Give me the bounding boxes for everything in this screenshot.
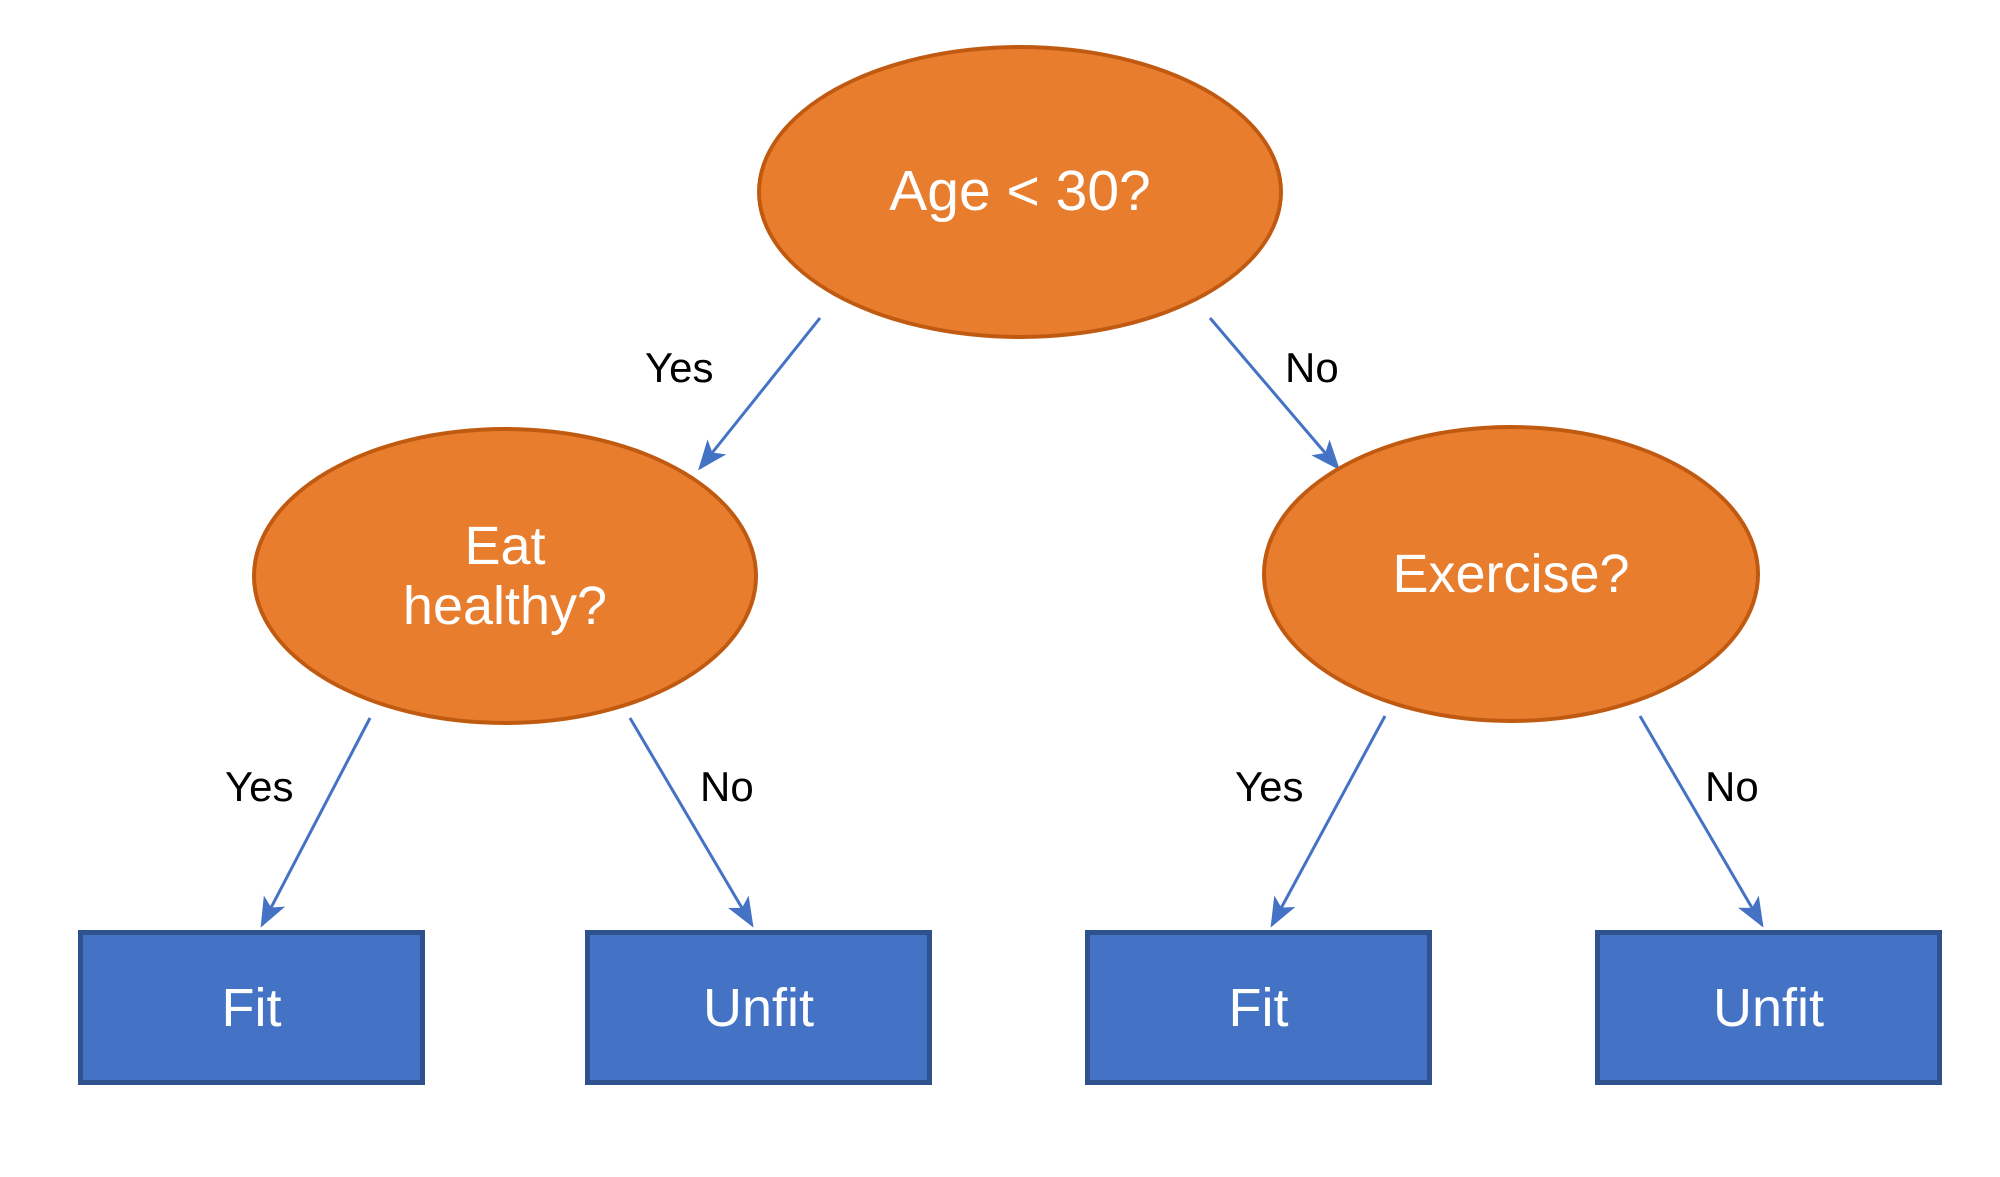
edge-label-root-yes: Yes bbox=[645, 344, 714, 391]
leaf-node-unfit-right[interactable]: Unfit bbox=[1595, 930, 1942, 1085]
edge-exercise-yes bbox=[1270, 715, 1387, 928]
decision-node-exercise-label: Exercise? bbox=[1392, 543, 1630, 604]
leaf-node-unfit-right-label: Unfit bbox=[1712, 977, 1825, 1038]
leaf-node-fit-right-label: Fit bbox=[1228, 977, 1289, 1038]
leaf-node-fit-left-label: Fit bbox=[221, 977, 282, 1038]
edge-exercise-no bbox=[1638, 715, 1764, 928]
edge-label-exercise-yes: Yes bbox=[1235, 763, 1304, 810]
edge-root-yes bbox=[698, 317, 822, 471]
leaf-node-fit-left[interactable]: Fit bbox=[78, 930, 425, 1085]
decision-node-eat-healthy-label: Eat healthy? bbox=[402, 515, 608, 636]
edge-label-exercise-no: No bbox=[1705, 763, 1759, 810]
edge-eat-no bbox=[628, 717, 754, 928]
edge-label-root-no: No bbox=[1285, 344, 1339, 391]
decision-node-eat-healthy[interactable]: Eat healthy? bbox=[252, 427, 758, 725]
edge-eat-yes bbox=[260, 717, 372, 928]
edge-label-eat-no: No bbox=[700, 763, 754, 810]
decision-node-root-label: Age < 30? bbox=[889, 159, 1151, 224]
edge-label-eat-yes: Yes bbox=[225, 763, 294, 810]
decision-node-root[interactable]: Age < 30? bbox=[757, 45, 1283, 339]
leaf-node-unfit-left[interactable]: Unfit bbox=[585, 930, 932, 1085]
decision-node-exercise[interactable]: Exercise? bbox=[1262, 425, 1760, 723]
leaf-node-fit-right[interactable]: Fit bbox=[1085, 930, 1432, 1085]
edge-root-no bbox=[1208, 317, 1340, 471]
leaf-node-unfit-left-label: Unfit bbox=[702, 977, 815, 1038]
